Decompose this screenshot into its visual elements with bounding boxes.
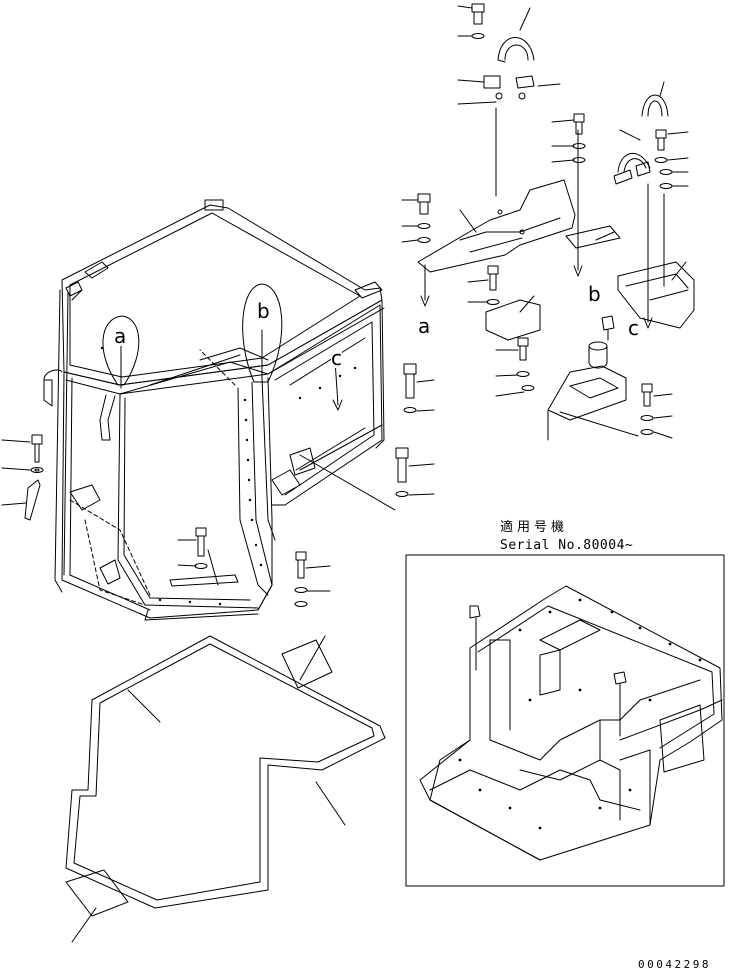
cab-frame (24, 199, 385, 621)
callout-c-cab: c (331, 346, 342, 370)
callout-balloons (102, 283, 343, 411)
right-handle-assembly (613, 81, 695, 329)
inset-base-frame (419, 585, 723, 861)
roof-brackets (401, 3, 621, 341)
door-seal (65, 635, 386, 943)
applicability-label: 適用号機 (500, 520, 569, 535)
serial-applicability-note: 適用号機 Serial No.80004~ (500, 519, 633, 555)
serial-inset-frame (405, 554, 725, 887)
callout-b-cab: b (257, 299, 270, 323)
cab-right-bolts (299, 363, 435, 511)
cab-left-bolts (1, 434, 44, 506)
document-number: 00042298 (638, 958, 711, 971)
callout-a-cab: a (114, 324, 127, 348)
cab-floor-bolts (177, 527, 331, 607)
callout-a-bracket: a (418, 314, 431, 338)
callout-b-bracket: b (588, 282, 601, 306)
callout-c-bracket: c (628, 316, 639, 340)
center-cover (495, 315, 673, 441)
serial-number-label: Serial No.80004~ (500, 538, 634, 553)
